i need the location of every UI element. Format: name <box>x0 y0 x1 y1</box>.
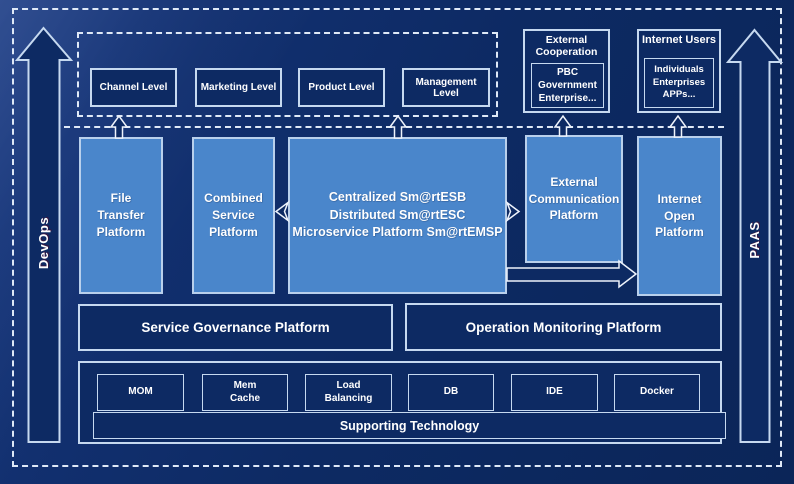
operation-monitoring-platform-bar: Operation Monitoring Platform <box>405 303 722 351</box>
level-box-channel: Channel Level <box>90 68 177 107</box>
tech-box-mom: MOM <box>97 374 184 411</box>
tech-box-db: DB <box>408 374 494 411</box>
external-cooperation-box: External Cooperation PBC Government Ente… <box>523 29 610 113</box>
tech-box-ide: IDE <box>511 374 598 411</box>
internet-users-box: Internet Users Individuals Enterprises A… <box>637 29 721 113</box>
devops-rail-label: DevOps <box>36 216 51 270</box>
platform-central-esb: Centralized Sm@rtESB Distributed Sm@rtES… <box>288 137 507 294</box>
platform-external-communication: External Communication Platform <box>525 135 623 263</box>
internet-users-title: Internet Users <box>642 34 716 46</box>
supporting-technology-banner: Supporting Technology <box>93 412 726 439</box>
tech-box-load-balancing: Load Balancing <box>305 374 392 411</box>
level-box-product: Product Level <box>298 68 385 107</box>
level-box-management: Management Level <box>402 68 490 107</box>
tech-box-mem-cache: Mem Cache <box>202 374 288 411</box>
service-governance-platform-bar: Service Governance Platform <box>78 304 393 351</box>
horizontal-dashed-separator <box>64 126 724 128</box>
level-box-marketing: Marketing Level <box>195 68 282 107</box>
internet-users-members: Individuals Enterprises APPs... <box>644 58 714 108</box>
levels-dashed-frame <box>77 32 498 117</box>
platform-internet-open: Internet Open Platform <box>637 136 722 296</box>
platform-file-transfer: File Transfer Platform <box>79 137 163 294</box>
platform-combined-service: Combined Service Platform <box>192 137 275 294</box>
paas-rail-label: PAAS <box>747 221 762 259</box>
external-cooperation-members: PBC Government Enterprise... <box>531 63 604 108</box>
tech-box-docker: Docker <box>614 374 700 411</box>
external-cooperation-title: External Cooperation <box>535 34 598 59</box>
